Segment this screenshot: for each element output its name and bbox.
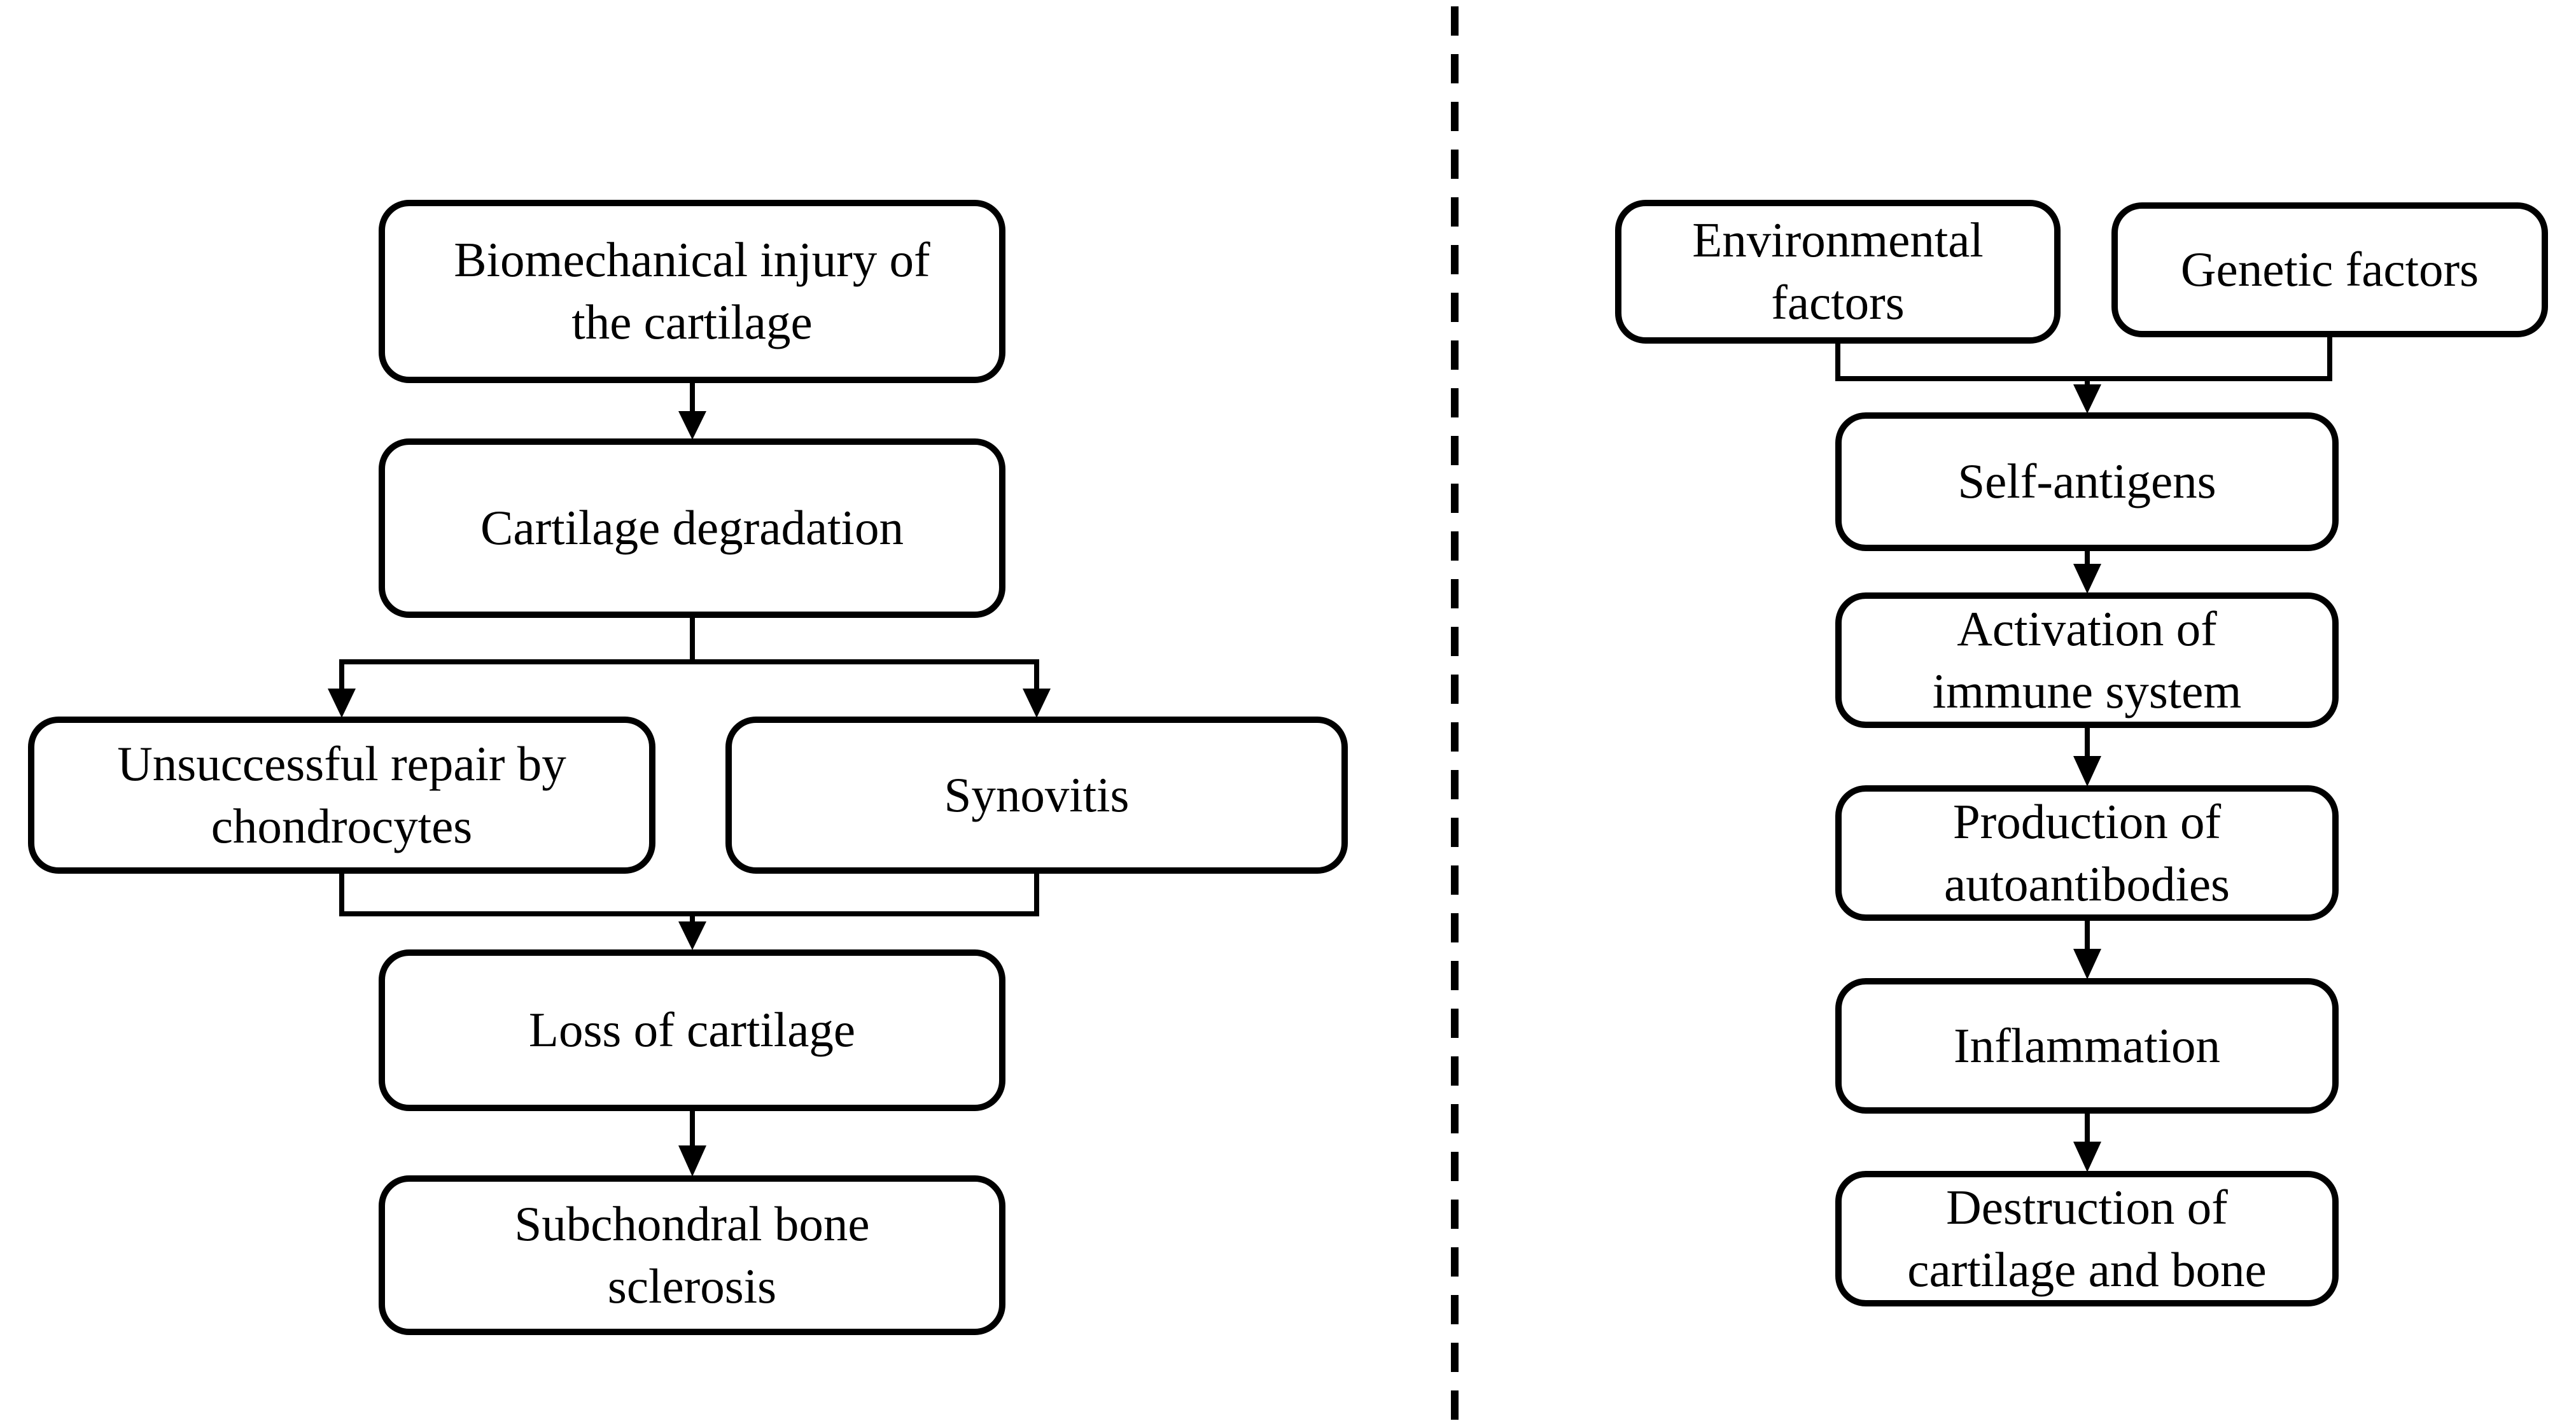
node-cartilage-degradation: Cartilage degradation	[379, 438, 1005, 618]
node-destruction-cartilage-bone: Destruction of cartilage and bone	[1835, 1171, 2339, 1306]
node-label-line: Synovitis	[944, 767, 1130, 822]
node-label-line: Environmental	[1692, 213, 1984, 268]
edge-inflammation-destruction-arrowhead	[2073, 1142, 2101, 1172]
node-label-line: Genetic factors	[2180, 242, 2479, 297]
node-label-line: Subchondral bone	[514, 1196, 870, 1251]
node-inflammation: Inflammation	[1835, 978, 2339, 1114]
node-label-line: Inflammation	[1953, 1018, 2221, 1073]
node-self-antigens: Self-antigens	[1835, 412, 2339, 551]
node-label-line: Activation of	[1957, 601, 2217, 656]
edge-activation-production-arrowhead	[2073, 756, 2101, 787]
node-environmental-factors: Environmental factors	[1615, 200, 2061, 344]
node-label-line: the cartilage	[571, 295, 813, 349]
node-label-line: Unsuccessful repair by	[117, 736, 566, 791]
node-activation-immune-system: Activation of immune system	[1835, 592, 2339, 728]
node-label-line: Production of	[1952, 794, 2222, 849]
node-unsuccessful-repair: Unsuccessful repair by chondrocytes	[28, 717, 655, 874]
edge-loss-sclerosis-arrowhead	[678, 1145, 706, 1177]
node-subchondral-bone-sclerosis: Subchondral bone sclerosis	[379, 1175, 1005, 1335]
node-label-line: autoantibodies	[1943, 856, 2230, 911]
node-genetic-factors: Genetic factors	[2111, 202, 2548, 337]
node-label-line: Cartilage degradation	[480, 500, 904, 556]
edge-degradation-synovitis-arrowhead	[1023, 689, 1051, 718]
edge-production-inflammation-arrowhead	[2073, 949, 2101, 979]
node-label-line: factors	[1771, 275, 1905, 330]
edge-degradation-repair-arrowhead	[328, 689, 356, 718]
edge-merge-loss-arrowhead	[678, 921, 706, 950]
node-label-line: Biomechanical injury of	[454, 232, 930, 288]
node-label-line: sclerosis	[607, 1258, 777, 1313]
node-loss-of-cartilage: Loss of cartilage	[379, 949, 1005, 1111]
node-label-line: cartilage and bone	[1907, 1242, 2267, 1297]
node-label-line: Self-antigens	[1957, 454, 2216, 509]
edge-selfantigens-activation-arrowhead	[2073, 564, 2101, 594]
node-label-line: chondrocytes	[211, 798, 473, 853]
node-label-line: Loss of cartilage	[528, 1002, 856, 1058]
node-label-line: immune system	[1932, 663, 2242, 718]
node-biomechanical-injury: Biomechanical injury of the cartilage	[379, 200, 1005, 383]
edge-biomech-degradation-arrowhead	[678, 411, 706, 440]
node-production-autoantibodies: Production of autoantibodies	[1835, 785, 2339, 921]
node-label-line: Destruction of	[1946, 1179, 2228, 1235]
edge-merge-selfantigens-arrowhead	[2073, 384, 2101, 414]
node-synovitis: Synovitis	[725, 717, 1348, 874]
